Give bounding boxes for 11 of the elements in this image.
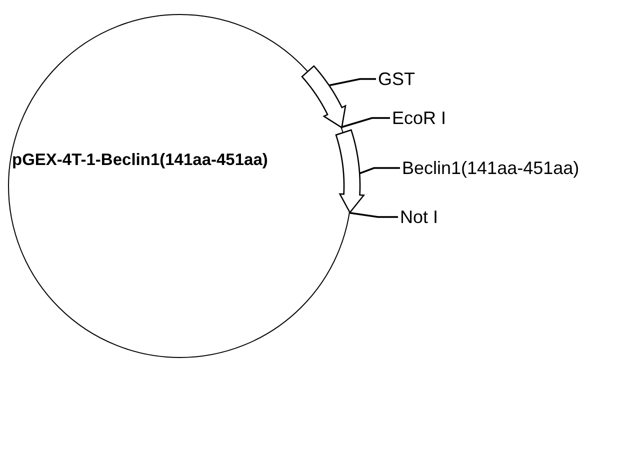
leader-line: [350, 212, 398, 218]
feature-label: GST: [378, 68, 416, 90]
feature-label: Beclin1(141aa-451aa): [402, 157, 580, 179]
feature-arrow: [300, 64, 346, 128]
leader-line: [341, 117, 390, 128]
feature-label: EcoR I: [392, 107, 446, 129]
feature-label: Not I: [400, 206, 438, 228]
leader-line: [329, 78, 376, 86]
plasmid-name: pGEX-4T-1-Beclin1(141aa-451aa): [12, 151, 268, 170]
leader-line: [359, 167, 400, 174]
feature-arrow: [334, 129, 365, 214]
